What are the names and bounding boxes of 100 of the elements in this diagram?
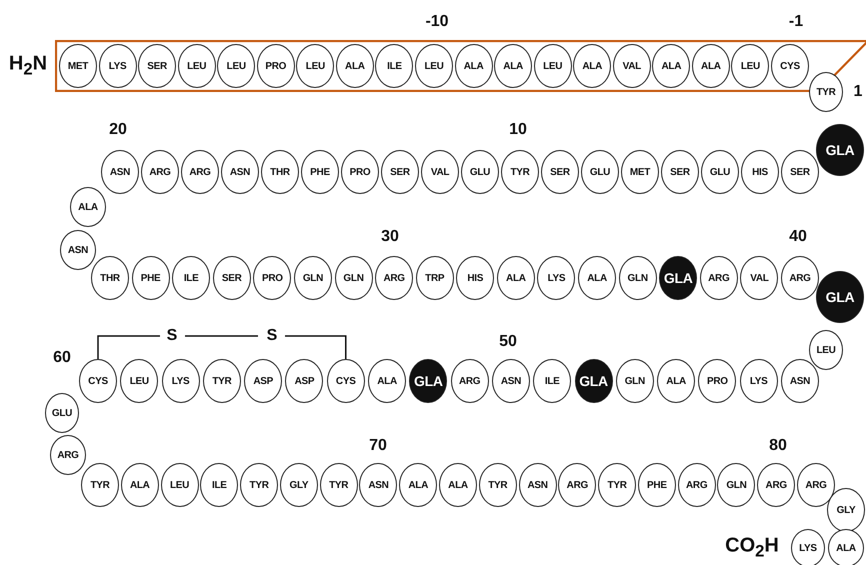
residue-bead: ALA — [657, 359, 696, 403]
residue-bead: ALA — [494, 44, 532, 88]
residue-bead: ARG — [757, 463, 796, 507]
residue-bead: TYR — [501, 150, 539, 194]
residue-bead: LEU — [217, 44, 256, 88]
residue-bead: ARG — [450, 359, 489, 403]
residue-bead: ALA — [439, 463, 477, 507]
residue-bead: ARG — [700, 256, 738, 300]
residue-bead: ALA — [70, 187, 106, 227]
residue-bead: LYS — [791, 529, 825, 565]
residue-bead: ARG — [781, 256, 819, 300]
residue-bead: LYS — [740, 359, 778, 403]
residue-bead: LYS — [537, 256, 576, 300]
residue-bead: ALA — [454, 44, 493, 88]
residue-bead: SER — [661, 150, 699, 194]
residue-bead: ALA — [828, 529, 864, 565]
residue-bead: LEU — [160, 463, 199, 507]
residue-bead: PRO — [253, 256, 292, 300]
residue-bead: LEU — [415, 44, 453, 88]
residue-bead: GLU — [45, 393, 79, 433]
residue-bead: LEU — [120, 359, 158, 403]
residue-bead: GLN — [334, 256, 373, 300]
residue-bead: SER — [381, 150, 419, 194]
residue-number: 70 — [369, 438, 387, 454]
residue-bead: GLN — [616, 359, 654, 403]
residue-number: 80 — [769, 438, 787, 454]
residue-bead: GLN — [618, 256, 657, 300]
residue-bead: TYR — [598, 463, 636, 507]
residue-bead: ARG — [678, 463, 716, 507]
residue-bead: ARG — [375, 256, 414, 300]
residue-bead: TYR — [320, 463, 358, 507]
residue-bead: GLU — [461, 150, 499, 194]
residue-bead: GLN — [294, 256, 332, 300]
residue-bead: TYR — [240, 463, 278, 507]
residue-bead: ILE — [533, 359, 572, 403]
residue-bead: ILE — [200, 463, 238, 507]
residue-bead: CYS — [79, 359, 117, 403]
terminus-label: CO$_{2}$H — [725, 536, 779, 560]
residue-bead: ALA — [692, 44, 730, 88]
residue-bead: TYR — [478, 463, 517, 507]
residue-bead: HIS — [741, 150, 779, 194]
residue-bead: ALA — [578, 256, 616, 300]
residue-bead: ALA — [336, 44, 374, 88]
residue-bead: PRO — [256, 44, 295, 88]
residue-bead: ALA — [496, 256, 535, 300]
residue-number: 60 — [53, 350, 71, 366]
residue-bead: PRO — [698, 359, 736, 403]
residue-bead: GLN — [717, 463, 756, 507]
residue-bead: CYS — [326, 359, 365, 403]
residue-bead: ARG — [558, 463, 596, 507]
residue-bead: CYS — [771, 44, 809, 88]
residue-bead: SER — [541, 150, 579, 194]
residue-bead: LYS — [162, 359, 200, 403]
residue-bead: TYR — [202, 359, 241, 403]
residue-bead: ASN — [60, 230, 96, 270]
residue-number: 30 — [381, 229, 399, 245]
residue-bead: PHE — [132, 256, 170, 300]
residue-bead: ALA — [652, 44, 690, 88]
residue-bead: ASN — [518, 463, 557, 507]
residue-bead: ASN — [359, 463, 398, 507]
residue-bead: SER — [212, 256, 251, 300]
residue-number: -10 — [425, 14, 449, 30]
residue-bead: PHE — [301, 150, 339, 194]
residue-bead: ALA — [120, 463, 159, 507]
residue-bead: ILE — [375, 44, 414, 88]
residue-bead: PRO — [341, 150, 379, 194]
residue-bead: GLU — [701, 150, 739, 194]
residue-bead: ASN — [492, 359, 530, 403]
residue-bead: THR — [261, 150, 299, 194]
residue-bead: ARG — [181, 150, 219, 194]
residue-bead: TYR — [809, 72, 843, 112]
residue-bead: TYR — [81, 463, 119, 507]
residue-bead: GLY — [280, 463, 318, 507]
residue-bead: LYS — [98, 44, 137, 88]
residue-bead: TRP — [416, 256, 454, 300]
residue-bead: LEU — [731, 44, 770, 88]
residue-bead: GLU — [581, 150, 619, 194]
residue-number: 10 — [509, 122, 527, 138]
residue-bead: HIS — [456, 256, 494, 300]
filled-residue-bead: GLA — [816, 124, 864, 176]
filled-residue-bead: GLA — [816, 271, 864, 323]
residue-bead: THR — [91, 256, 129, 300]
filled-residue-bead: GLA — [659, 256, 698, 300]
residue-bead: ARG — [797, 463, 835, 507]
residue-bead: ASN — [101, 150, 139, 194]
residue-number: 50 — [499, 334, 517, 350]
filled-residue-bead: GLA — [574, 359, 613, 403]
residue-bead: GLY — [827, 488, 865, 532]
residue-number: 20 — [109, 122, 127, 138]
residue-bead: SER — [781, 150, 819, 194]
residue-bead: ARG — [50, 435, 86, 475]
residue-bead: VAL — [740, 256, 778, 300]
terminus-label: H$_{2}$N — [8, 54, 48, 78]
residue-bead: SER — [138, 44, 176, 88]
residue-bead: ARG — [141, 150, 179, 194]
residue-bead: ASN — [781, 359, 819, 403]
residue-bead: ASP — [244, 359, 282, 403]
sulfur-label: S — [166, 328, 178, 344]
residue-number: 40 — [789, 229, 807, 245]
residue-bead: VAL — [421, 150, 459, 194]
